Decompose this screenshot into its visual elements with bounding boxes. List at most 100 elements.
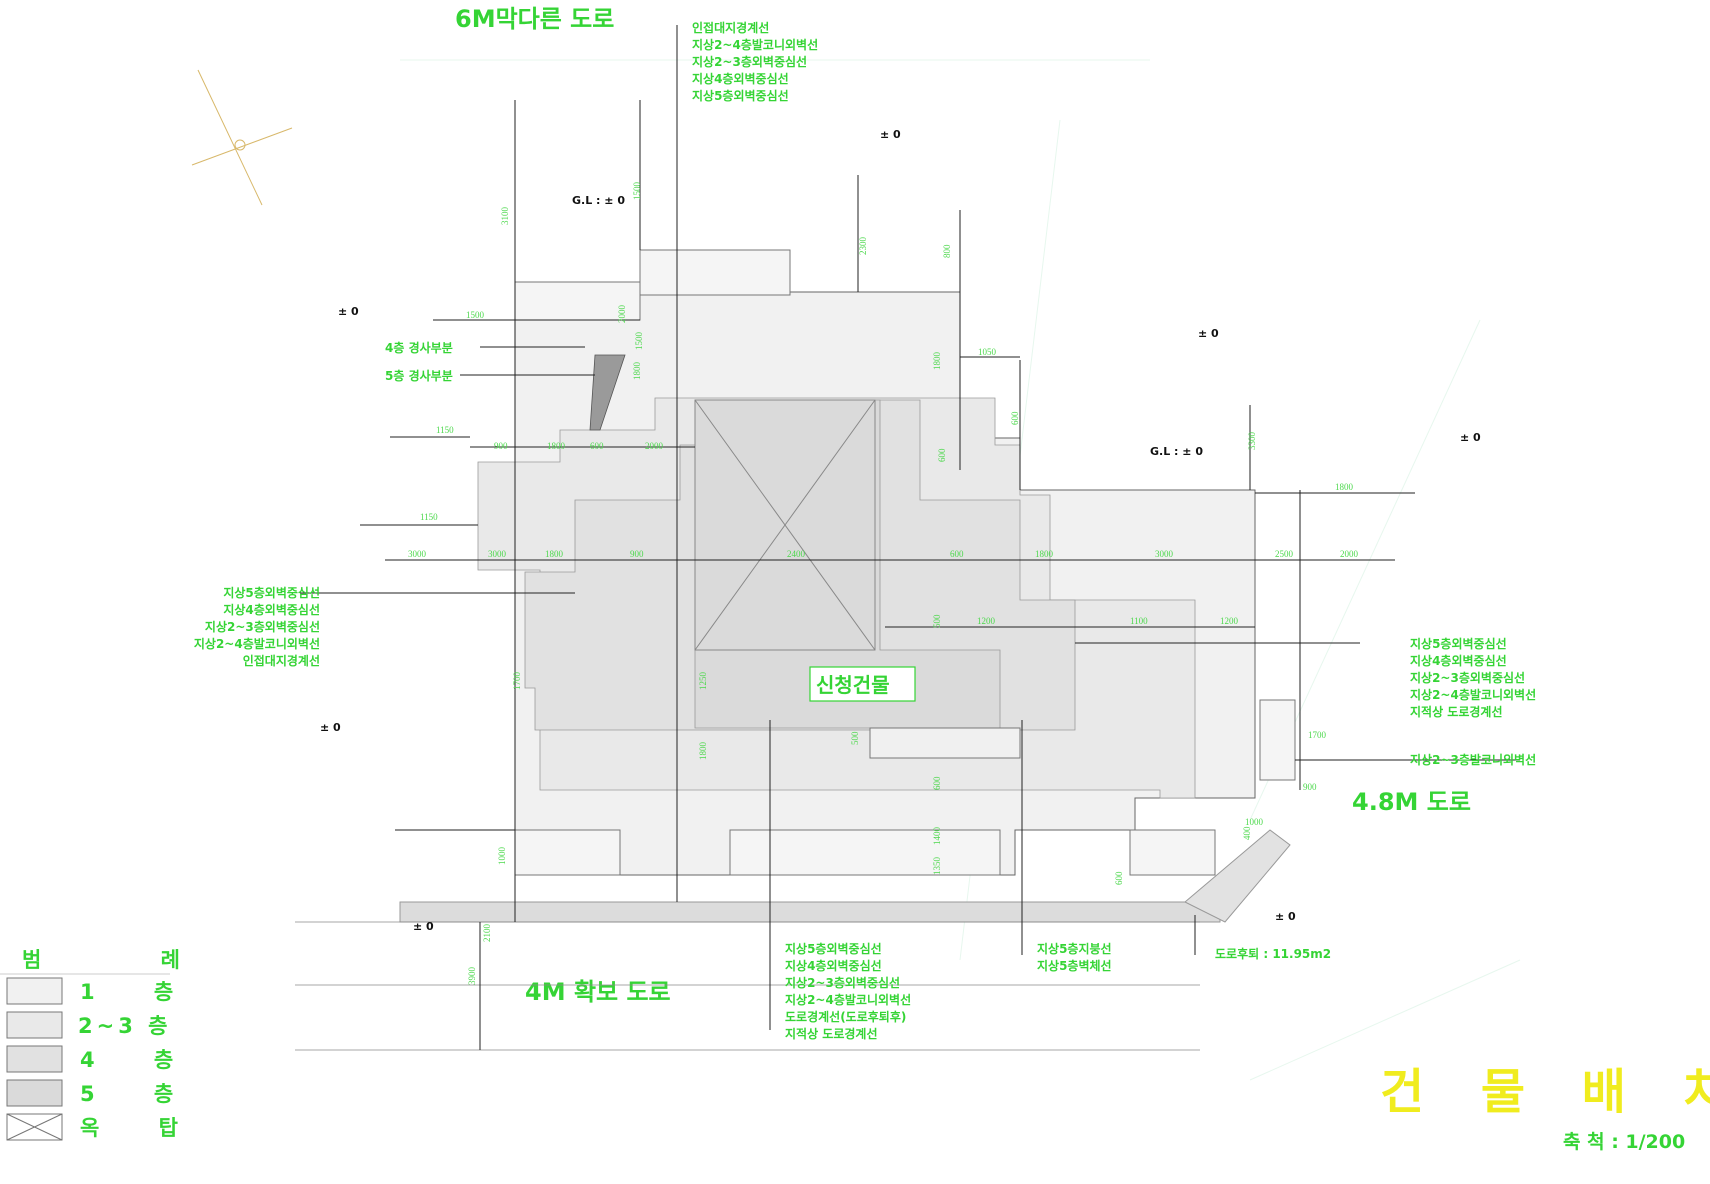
legend-heading: 범 례	[22, 948, 236, 972]
bottom-note-4: 지상2~4층발코니외벽선	[785, 992, 911, 1007]
level-mark-5: ± 0	[320, 721, 341, 734]
left-note-2: 지상4층외벽중심선	[223, 602, 320, 617]
dimension-label: 600	[937, 448, 947, 462]
bottom-note-3: 지상2~3층외벽중심선	[785, 975, 900, 990]
north-arrow-icon	[191, 69, 293, 206]
legend-label-1f: 1 층	[80, 980, 199, 1004]
right-note-1: 지상5층외벽중심선	[1410, 636, 1507, 651]
legend-label-2-3f: 2~3 층	[78, 1014, 171, 1038]
legend-swatch-4f	[6, 1045, 63, 1073]
slope-roof-hatch	[589, 354, 626, 431]
building-label: 신청건물	[816, 673, 890, 697]
legend: 범 례 1 층 2~3 층 4 층 5 층 옥 탑	[0, 948, 236, 1141]
dimension-label: 2000	[1340, 549, 1359, 559]
dimension-label: 1800	[1335, 482, 1354, 492]
dimension-label: 3100	[500, 207, 510, 226]
building-footprint	[477, 249, 1296, 876]
level-mark-7: ± 0	[1275, 910, 1296, 923]
dimension-label: 1050	[978, 347, 997, 357]
bottom-mid-note-2: 지상5층벽체선	[1037, 958, 1112, 973]
left-note-5: 인접대지경계선	[243, 653, 320, 668]
road-boundary-lines	[295, 921, 1200, 1051]
dimension-label: 1100	[1130, 616, 1148, 626]
dimension-label: 1250	[698, 672, 708, 691]
annotations-top: 인접대지경계선 지상2~4층발코니외벽선 지상2~3층외벽중심선 지상4층외벽중…	[692, 20, 818, 103]
bottom-note-1: 지상5층외벽중심선	[785, 941, 882, 956]
dimension-label: 1800	[547, 441, 566, 451]
dimension-label: 900	[1303, 782, 1317, 792]
dimension-label: 1500	[632, 182, 642, 201]
top-note-3: 지상2~3층외벽중심선	[692, 54, 807, 69]
dimension-labels: 3100 1500 1500 1150 900 1800 600 2000 1150 3000 30…	[408, 182, 1359, 986]
dimension-label: 3000	[488, 549, 507, 559]
level-mark-4: ± 0	[1460, 431, 1481, 444]
legend-label-5f: 5 층	[80, 1082, 199, 1106]
drawing-scale: 축 척 : 1/200	[1563, 1131, 1685, 1153]
dimension-label: 1700	[512, 672, 522, 691]
dimension-label: 1150	[420, 512, 438, 522]
right-note-3: 지상2~3층외벽중심선	[1410, 670, 1525, 685]
dimension-label: 600	[1010, 411, 1020, 425]
dimension-label: 2100	[482, 924, 492, 943]
top-note-5: 지상5층외벽중심선	[692, 88, 789, 103]
legend-swatch-5f	[6, 1079, 63, 1107]
dimension-label: 900	[494, 441, 508, 451]
left-note-1: 지상5층외벽중심선	[223, 585, 320, 600]
dimension-label: 1800	[1035, 549, 1054, 559]
gl-mark-north: G.L : ± 0	[572, 194, 625, 207]
top-note-2: 지상2~4층발코니외벽선	[692, 37, 818, 52]
bottom-note-2: 지상4층외벽중심선	[785, 958, 882, 973]
dimension-label: 2400	[787, 549, 806, 559]
dimension-label: 600	[1114, 871, 1124, 885]
gl-mark-east: G.L : ± 0	[1150, 445, 1203, 458]
dimension-label: 2300	[858, 237, 868, 256]
bottom-note-6: 지적상 도로경계선	[785, 1026, 878, 1041]
bottom-note-5: 도로경계선(도로후퇴후)	[785, 1009, 906, 1024]
bottom-mid-note-1: 지상5층지붕선	[1037, 941, 1112, 956]
drawing-title: 건 물 배 치 도	[1380, 1064, 1710, 1120]
dimension-label: 1500	[634, 332, 644, 351]
rooftop-outline	[694, 399, 876, 651]
dimension-label: 1800	[545, 549, 564, 559]
building-label-box: 신청건물	[809, 666, 916, 702]
right-note-2: 지상4층외벽중심선	[1410, 653, 1507, 668]
east-road-label: 4.8M 도로	[1352, 788, 1471, 816]
dimension-label: 600	[932, 776, 942, 790]
dimension-label: 1150	[436, 425, 454, 435]
annotations-bottom: 지상5층외벽중심선 지상4층외벽중심선 지상2~3층외벽중심선 지상2~4층발코…	[785, 941, 1331, 1041]
right-note-5: 지적상 도로경계선	[1410, 704, 1503, 719]
annotations-left: 지상5층외벽중심선 지상4층외벽중심선 지상2~3층외벽중심선 지상2~4층발코…	[194, 585, 320, 668]
dimension-lines	[300, 25, 1520, 1050]
left-note-3: 지상2~3층외벽중심선	[205, 619, 320, 634]
legend-label-4f: 4 층	[80, 1048, 199, 1072]
dimension-label: 1200	[1220, 616, 1239, 626]
dimension-label: 1350	[932, 857, 942, 876]
legend-swatch-2-3f	[6, 1011, 63, 1039]
dimension-label: 2000	[645, 441, 664, 451]
road-setback-note: 도로후퇴 : 11.95m2	[1215, 946, 1331, 961]
dimension-label: 400	[1242, 826, 1252, 840]
dimension-label: 1200	[977, 616, 996, 626]
level-mark-1: ± 0	[880, 128, 901, 141]
dimension-label: 1500	[466, 310, 485, 320]
dimension-label: 3300	[1247, 432, 1257, 451]
dimension-label: 1000	[1245, 817, 1264, 827]
level-mark-6: ± 0	[413, 920, 434, 933]
top-note-1: 인접대지경계선	[692, 20, 769, 35]
north-road-label: 6M막다른 도로	[455, 5, 614, 33]
dimension-label: 900	[630, 549, 644, 559]
left-note-4: 지상2~4층발코니외벽선	[194, 636, 320, 651]
level-mark-2: ± 0	[338, 305, 359, 318]
top-note-4: 지상4층외벽중심선	[692, 71, 789, 86]
level-mark-3: ± 0	[1198, 327, 1219, 340]
dimension-label: 1800	[698, 742, 708, 761]
legend-label-rooftop: 옥 탑	[80, 1116, 204, 1140]
dimension-label: 1800	[632, 362, 642, 381]
south-road-label: 4M 확보 도로	[525, 978, 671, 1006]
dimension-label: 500	[932, 614, 942, 628]
dimension-label: 2500	[1275, 549, 1294, 559]
dimension-label: 3000	[408, 549, 427, 559]
dimension-label: 1400	[932, 827, 942, 846]
